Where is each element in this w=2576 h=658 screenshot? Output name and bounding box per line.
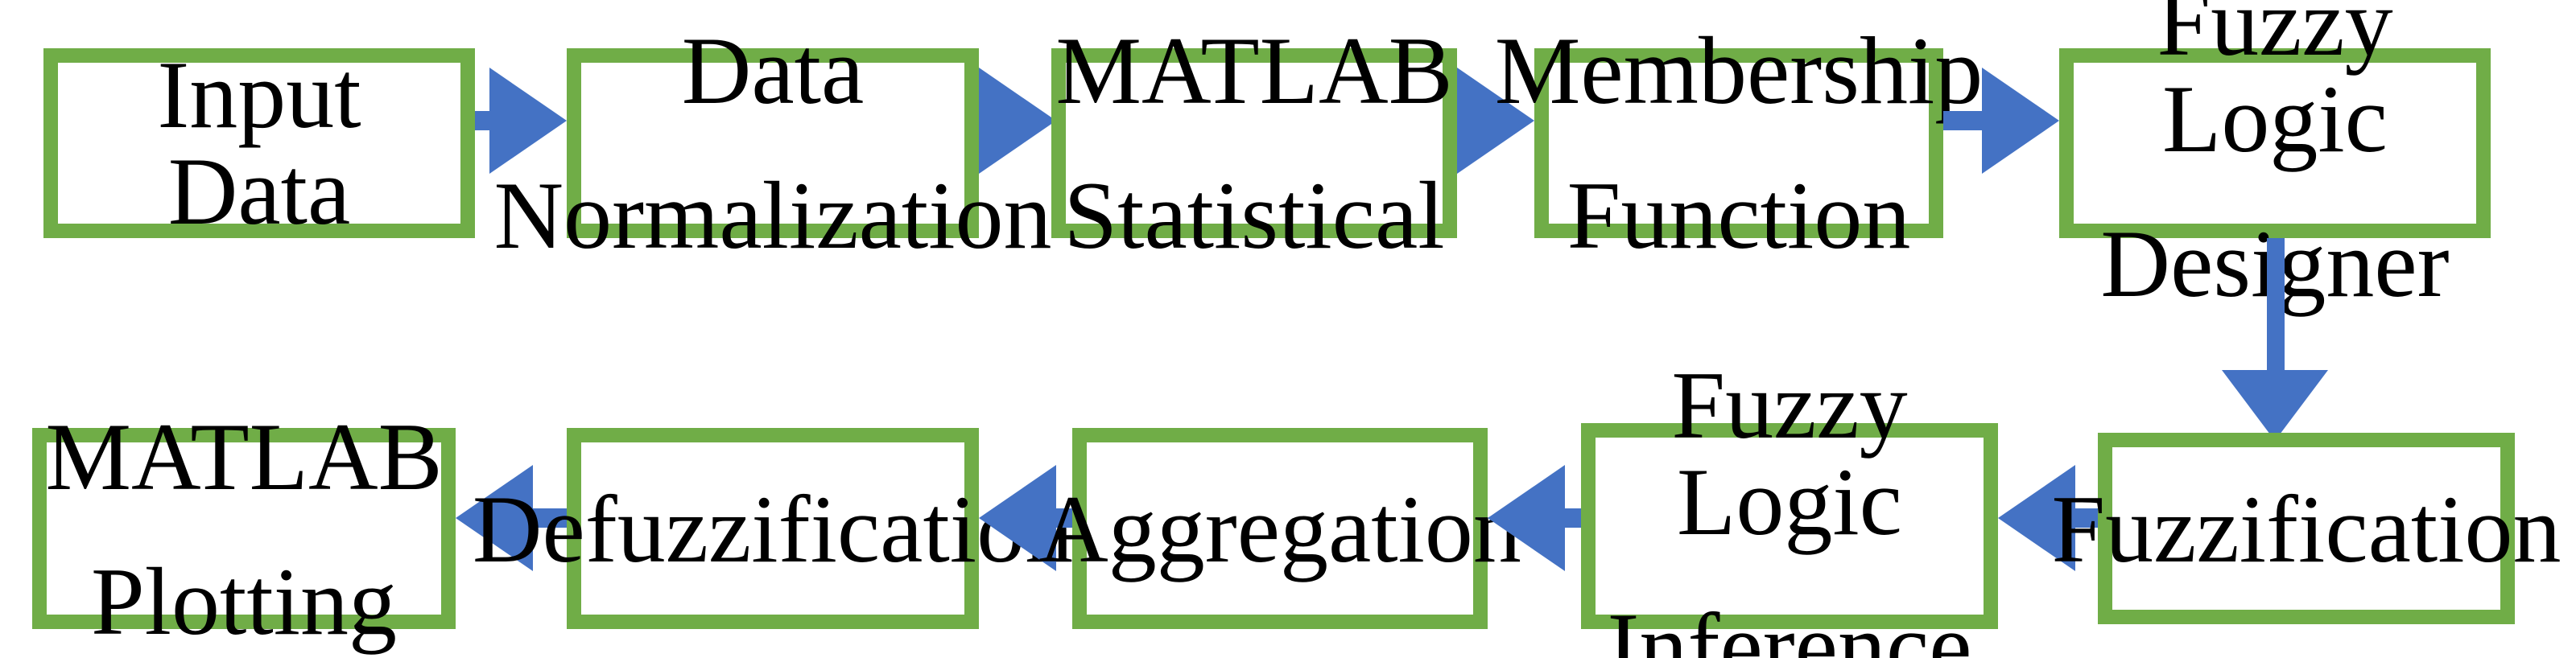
node-data-normalization-line2: Normalization [493, 162, 1052, 269]
node-defuzzification-line1: Defuzzification [472, 475, 1074, 582]
node-data-normalization-line1: Data [681, 18, 865, 124]
node-fuzzy-logic-designer[interactable]: Fuzzy Logic Designer [2059, 0, 2491, 312]
node-fuzzification[interactable]: Fuzzification [2051, 433, 2562, 624]
node-membership-function-line2: Function [1567, 162, 1911, 269]
node-fuzzy-logic-designer-line1: Fuzzy Logic [2157, 0, 2393, 172]
node-membership-function[interactable]: Membership Function [1495, 23, 1984, 264]
arrow-head [1488, 465, 1565, 571]
arrow-head [979, 68, 1056, 174]
arrow-head [1998, 465, 2075, 571]
node-membership-function-line1: Membership [1494, 18, 1984, 124]
arrow-shaft [2267, 238, 2285, 383]
node-matlab-statistical-line2: Statistical [1063, 162, 1445, 269]
arrow-head [489, 68, 567, 174]
node-matlab-plotting-line2: Plotting [90, 548, 398, 654]
node-matlab-plotting-line1: MATLAB [45, 403, 443, 509]
arrow-head [2222, 370, 2328, 441]
node-defuzzification[interactable]: Defuzzification [473, 428, 1073, 629]
node-aggregation[interactable]: Aggregation [1038, 428, 1521, 629]
node-aggregation-line1: Aggregation [1038, 475, 1521, 582]
arrow-head [979, 465, 1056, 571]
node-fuzzy-logic-inference-line1: Fuzzy Logic [1671, 352, 1908, 555]
arrow-head [1457, 68, 1534, 174]
node-matlab-statistical-line1: MATLAB [1055, 18, 1453, 124]
arrow-head [1982, 68, 2059, 174]
node-data-normalization[interactable]: Data Normalization [493, 23, 1051, 264]
node-fuzzy-logic-inference-line2: Inference [1607, 594, 1972, 658]
node-input-data[interactable]: Input Data [43, 42, 475, 245]
node-input-data-line1: Input Data [157, 42, 361, 245]
node-fuzzy-logic-inference[interactable]: Fuzzy Logic Inference [1581, 357, 1998, 658]
node-matlab-statistical[interactable]: MATLAB Statistical [1051, 23, 1457, 264]
arrow-head [456, 465, 533, 571]
arrow-shaft [526, 508, 567, 528]
node-matlab-plotting[interactable]: MATLAB Plotting [32, 408, 456, 649]
node-fuzzification-line1: Fuzzification [2051, 475, 2562, 582]
